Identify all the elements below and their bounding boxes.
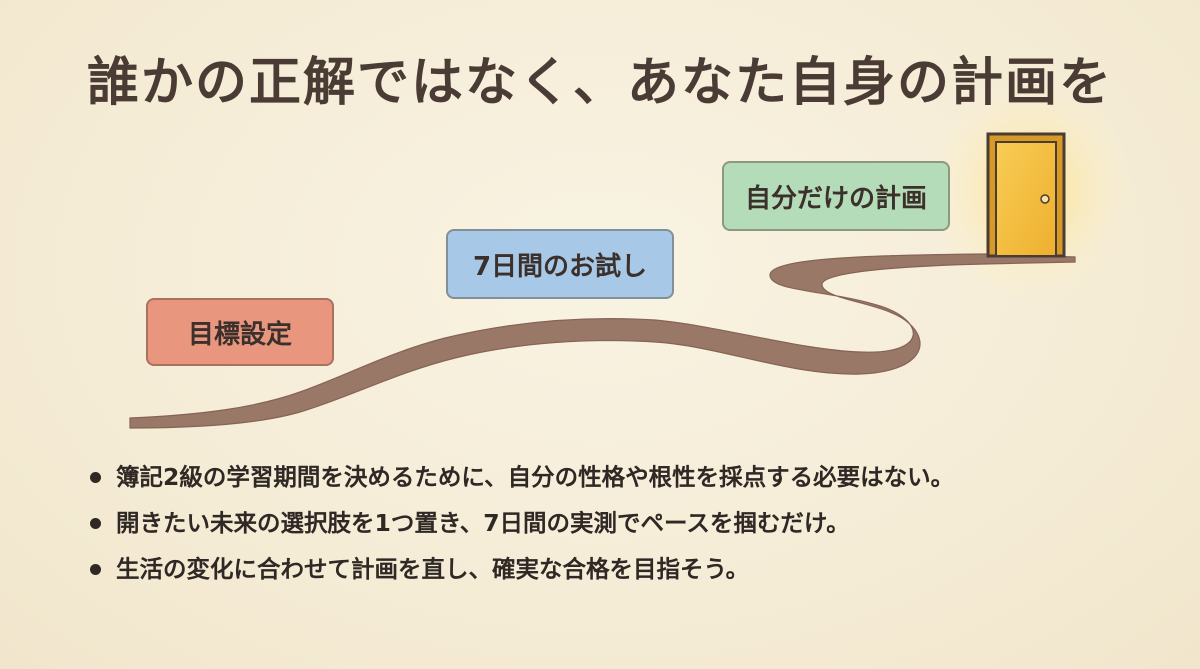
bullet-item: 生活の変化に合わせて計画を直し、確実な合格を目指そう。 bbox=[86, 546, 1176, 592]
bullet-dot-icon bbox=[90, 472, 101, 483]
bullet-dot-icon bbox=[90, 518, 101, 529]
step-label-seven-day-trial: 7日間のお試し bbox=[446, 229, 674, 299]
door-icon bbox=[986, 132, 1066, 258]
step-label-goal-setting: 目標設定 bbox=[146, 298, 334, 366]
bullet-list: 簿記2級の学習期間を決めるために、自分の性格や根性を採点する必要はない。 開きた… bbox=[86, 454, 1176, 592]
bullet-dot-icon bbox=[90, 564, 101, 575]
bullet-item: 簿記2級の学習期間を決めるために、自分の性格や根性を採点する必要はない。 bbox=[86, 454, 1176, 500]
door-knob bbox=[1040, 194, 1050, 204]
bullet-text: 簿記2級の学習期間を決めるために、自分の性格や根性を採点する必要はない。 bbox=[116, 463, 955, 491]
step-label-own-plan: 自分だけの計画 bbox=[722, 161, 950, 231]
bullet-text: 生活の変化に合わせて計画を直し、確実な合格を目指そう。 bbox=[116, 555, 750, 583]
bullet-text: 開きたい未来の選択肢を1つ置き、7日間の実測でペースを掴むだけ。 bbox=[116, 509, 850, 537]
bullet-item: 開きたい未来の選択肢を1つ置き、7日間の実測でペースを掴むだけ。 bbox=[86, 500, 1176, 546]
winding-path bbox=[129, 253, 1076, 429]
page-title: 誰かの正解ではなく、あなた自身の計画を bbox=[86, 53, 1113, 113]
